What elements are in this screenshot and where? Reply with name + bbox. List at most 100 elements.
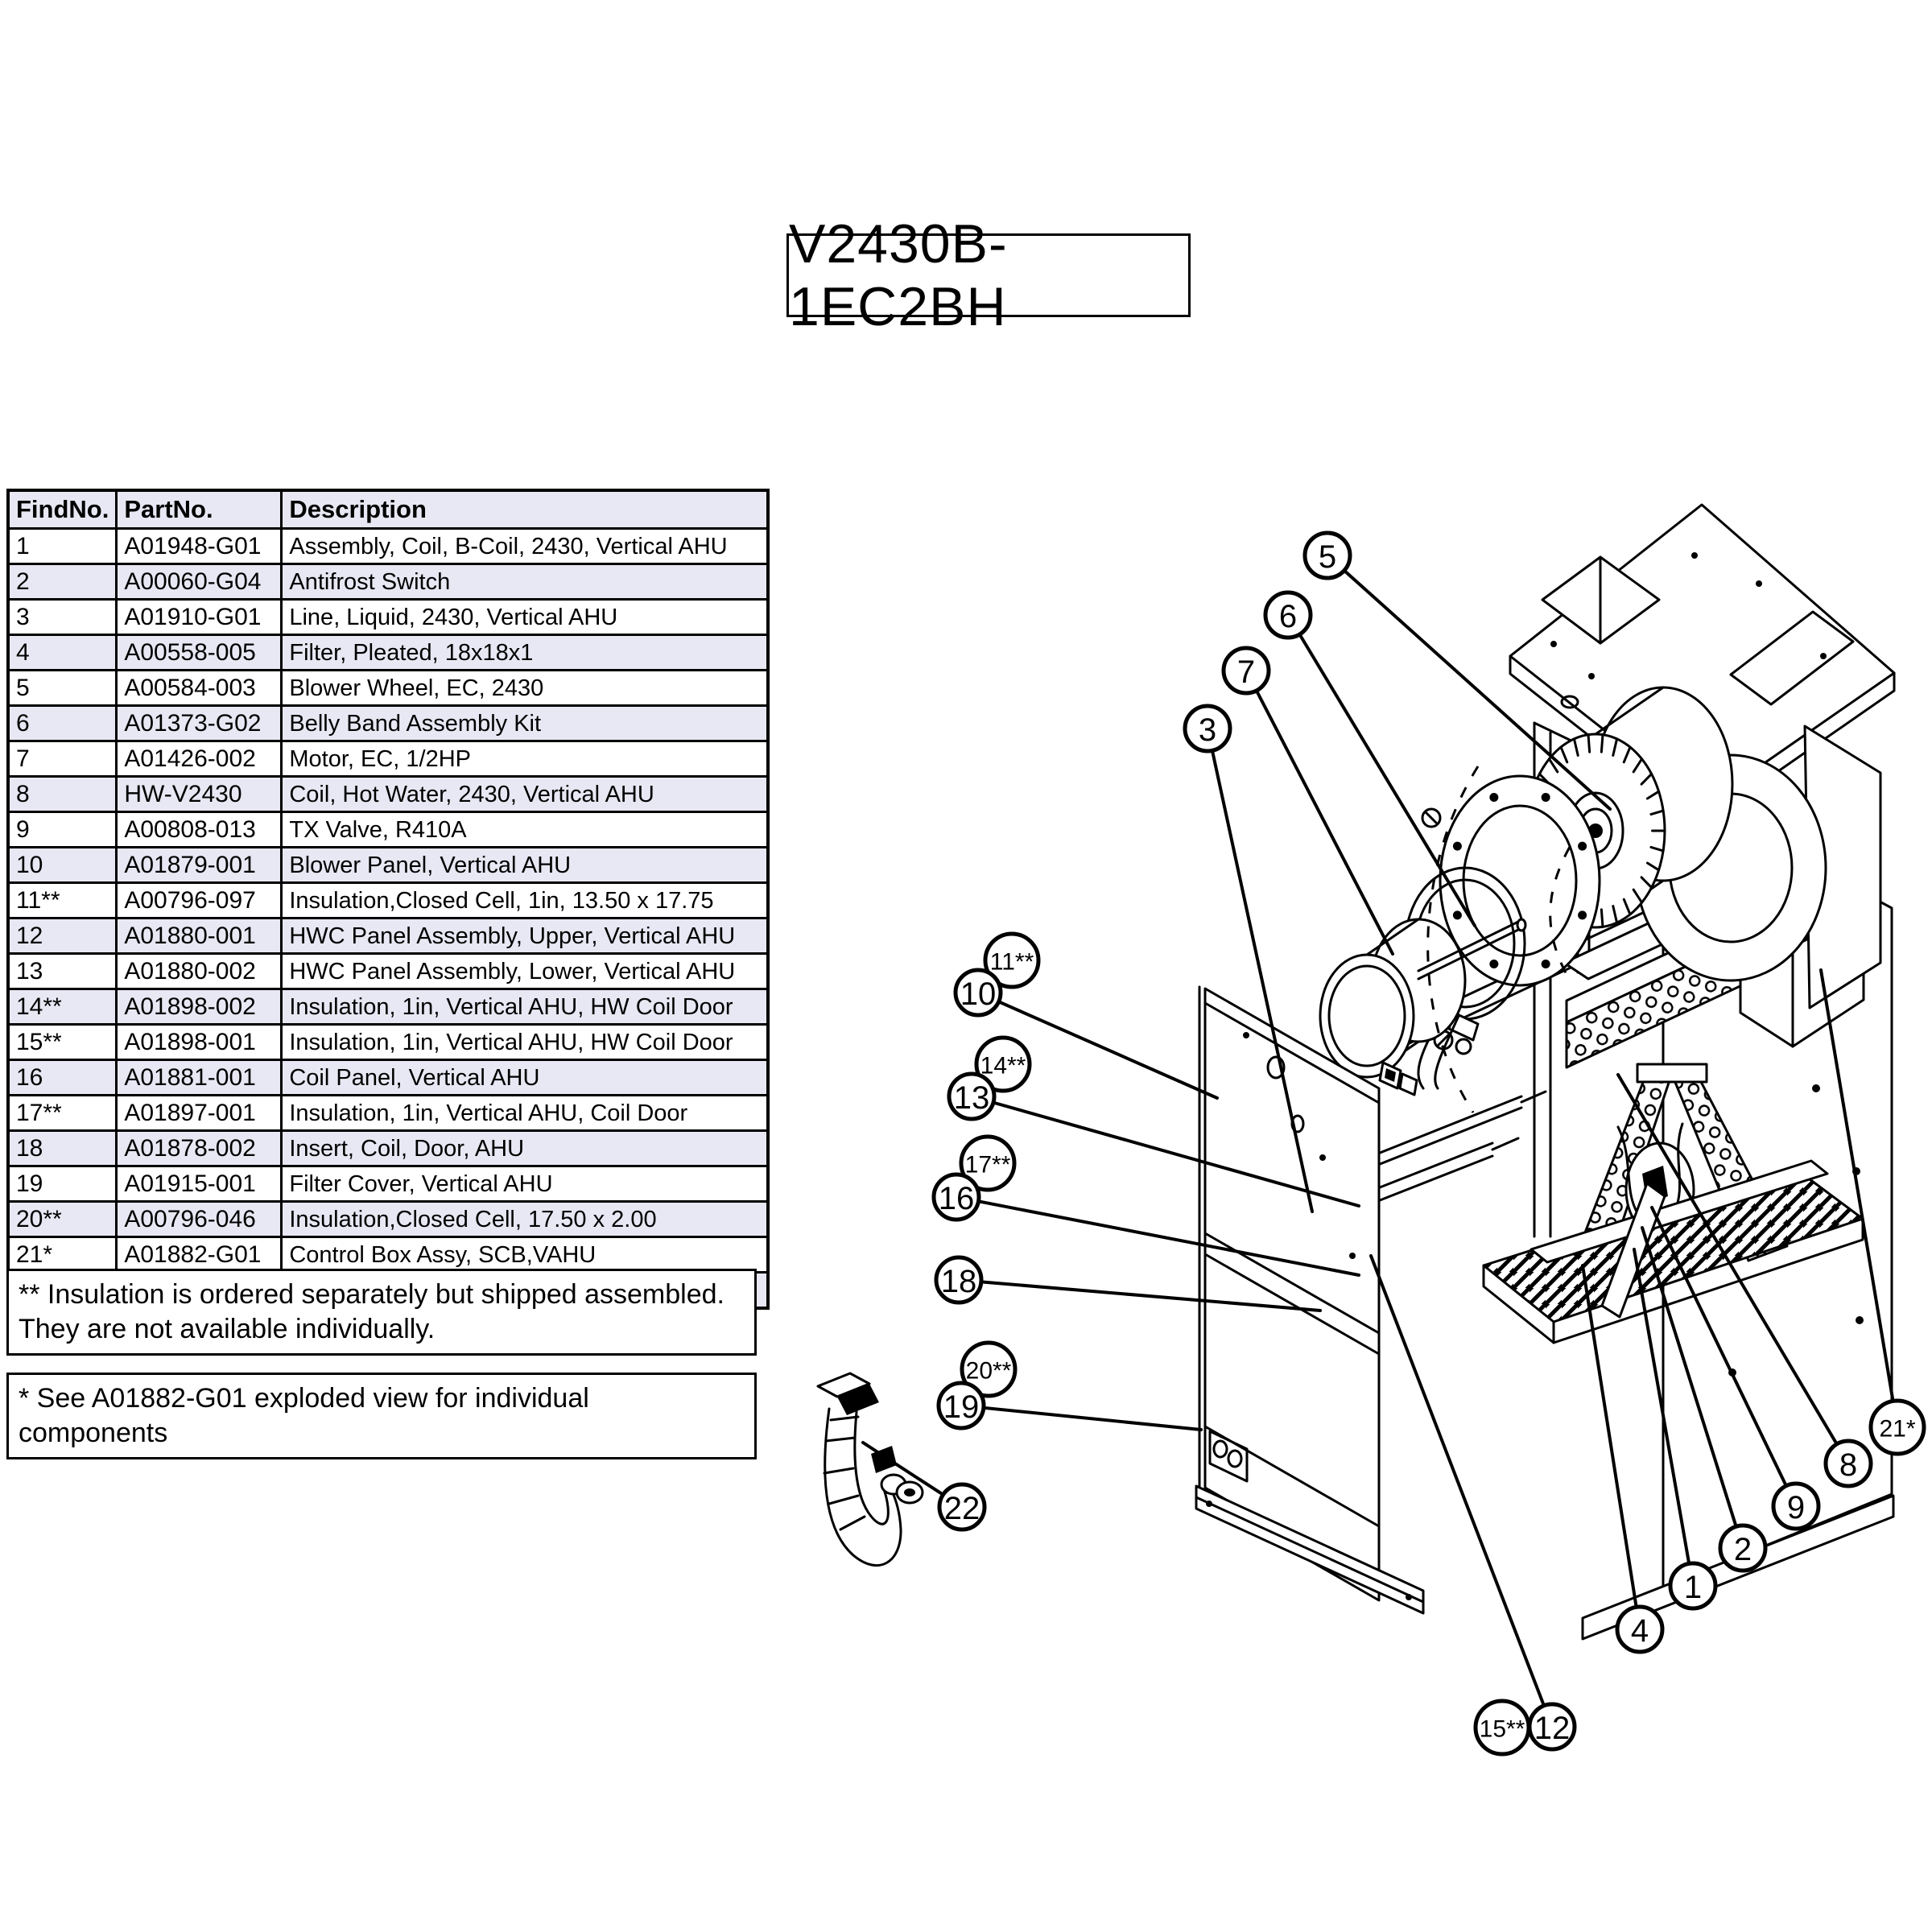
callout-label: 3 — [1199, 712, 1216, 748]
table-cell: 8 — [6, 775, 118, 813]
callout-leader — [979, 1280, 1322, 1312]
callout-11**: 11** — [983, 931, 1041, 989]
table-cell: Insert, Coil, Door, AHU — [280, 1129, 770, 1167]
callout-22: 22 — [861, 1441, 987, 1532]
col-header-findno: FindNo. — [6, 489, 118, 530]
callout-circle — [1718, 1523, 1768, 1573]
table-cell: Insulation, 1in, Vertical AHU, HW Coil D… — [280, 1023, 770, 1061]
table-cell: Blower Wheel, EC, 2430 — [280, 669, 770, 707]
callout-circle — [960, 1340, 1018, 1398]
table-cell: Assembly, Coil, B-Coil, 2430, Vertical A… — [280, 527, 770, 565]
callout-14**: 14** — [974, 1035, 1032, 1093]
table-cell: Insulation,Closed Cell, 1in, 13.50 x 17.… — [280, 881, 770, 919]
callout-label: 19 — [943, 1389, 980, 1425]
callout-leader — [1369, 1254, 1546, 1707]
callout-7: 7 — [1221, 646, 1394, 956]
callout-leader — [981, 1406, 1203, 1431]
table-cell: A01897-001 — [115, 1094, 283, 1132]
table-cell: Insulation,Closed Cell, 17.50 x 2.00 — [280, 1200, 770, 1238]
table-cell: Antifrost Switch — [280, 563, 770, 601]
callout-9: 9 — [1650, 1206, 1821, 1531]
table-cell: Coil Panel, Vertical AHU — [280, 1059, 770, 1096]
table-cell: Belly Band Assembly Kit — [280, 704, 770, 742]
callout-leader — [1342, 568, 1612, 811]
callout-circle — [1868, 1398, 1926, 1456]
table-cell: Coil, Hot Water, 2430, Vertical AHU — [280, 775, 770, 813]
table-cell: A01878-002 — [115, 1129, 283, 1167]
callout-leader — [1819, 968, 1895, 1403]
callout-13: 13 — [947, 1071, 1360, 1208]
table-cell: A01880-002 — [115, 952, 283, 990]
callout-label: 7 — [1237, 654, 1255, 690]
callout-circle — [1615, 1604, 1665, 1654]
callout-4: 4 — [1581, 1264, 1665, 1654]
table-cell: 9 — [6, 811, 118, 848]
callout-3: 3 — [1183, 704, 1314, 1213]
table-cell: Filter, Pleated, 18x18x1 — [280, 634, 770, 671]
callout-label: 2 — [1734, 1532, 1752, 1567]
callout-circle — [1183, 704, 1232, 753]
callout-leader — [997, 1000, 1219, 1100]
table-cell: 19 — [6, 1165, 118, 1203]
callout-leader — [1581, 1264, 1638, 1609]
filter-cover — [1195, 1484, 1425, 1615]
motor — [1319, 918, 1527, 1096]
callout-2: 2 — [1641, 1226, 1768, 1573]
callout-leader — [1641, 1226, 1738, 1529]
callout-label: 5 — [1319, 539, 1336, 575]
callout-circle — [1263, 590, 1313, 640]
table-cell: 4 — [6, 634, 118, 671]
table-cell: A00796-046 — [115, 1200, 283, 1238]
table-cell: HWC Panel Assembly, Upper, Vertical AHU — [280, 917, 770, 955]
callout-1: 1 — [1633, 1248, 1718, 1611]
callout-label: 18 — [941, 1264, 977, 1299]
note-insulation: ** Insulation is ordered separately but … — [6, 1269, 757, 1356]
table-cell: A01879-001 — [115, 846, 283, 884]
table-cell: 3 — [6, 598, 118, 636]
callout-circle — [1302, 530, 1352, 580]
callout-19: 19 — [936, 1381, 1203, 1431]
callout-label: 22 — [944, 1491, 980, 1526]
callout-label: 4 — [1631, 1613, 1649, 1649]
callout-circle — [1527, 1702, 1577, 1752]
table-cell: 17** — [6, 1094, 118, 1132]
table-cell: A00060-G04 — [115, 563, 283, 601]
table-cell: 14** — [6, 988, 118, 1026]
table-cell: 2 — [6, 563, 118, 601]
table-cell: A00796-097 — [115, 881, 283, 919]
callout-6: 6 — [1263, 590, 1476, 927]
callout-label: 6 — [1279, 599, 1297, 634]
callout-label: 14** — [980, 1053, 1026, 1080]
callout-label: 17** — [965, 1152, 1011, 1179]
callout-circle — [931, 1172, 981, 1222]
table-cell: A00558-005 — [115, 634, 283, 671]
col-header-description: Description — [280, 489, 770, 530]
table-cell: 15** — [6, 1023, 118, 1061]
callout-label: 11** — [990, 949, 1034, 976]
table-cell: Insulation, 1in, Vertical AHU, HW Coil D… — [280, 988, 770, 1026]
table-cell: A01910-G01 — [115, 598, 283, 636]
callout-leader — [1210, 749, 1314, 1213]
callout-18: 18 — [934, 1255, 1322, 1312]
table-cell: A01915-001 — [115, 1165, 283, 1203]
note-control-box: * See A01882-G01 exploded view for indiv… — [6, 1373, 757, 1459]
callout-16: 16 — [931, 1172, 1360, 1277]
callout-leader — [991, 1100, 1360, 1208]
table-cell: HW-V2430 — [115, 775, 283, 813]
table-cell: A01898-001 — [115, 1023, 283, 1061]
